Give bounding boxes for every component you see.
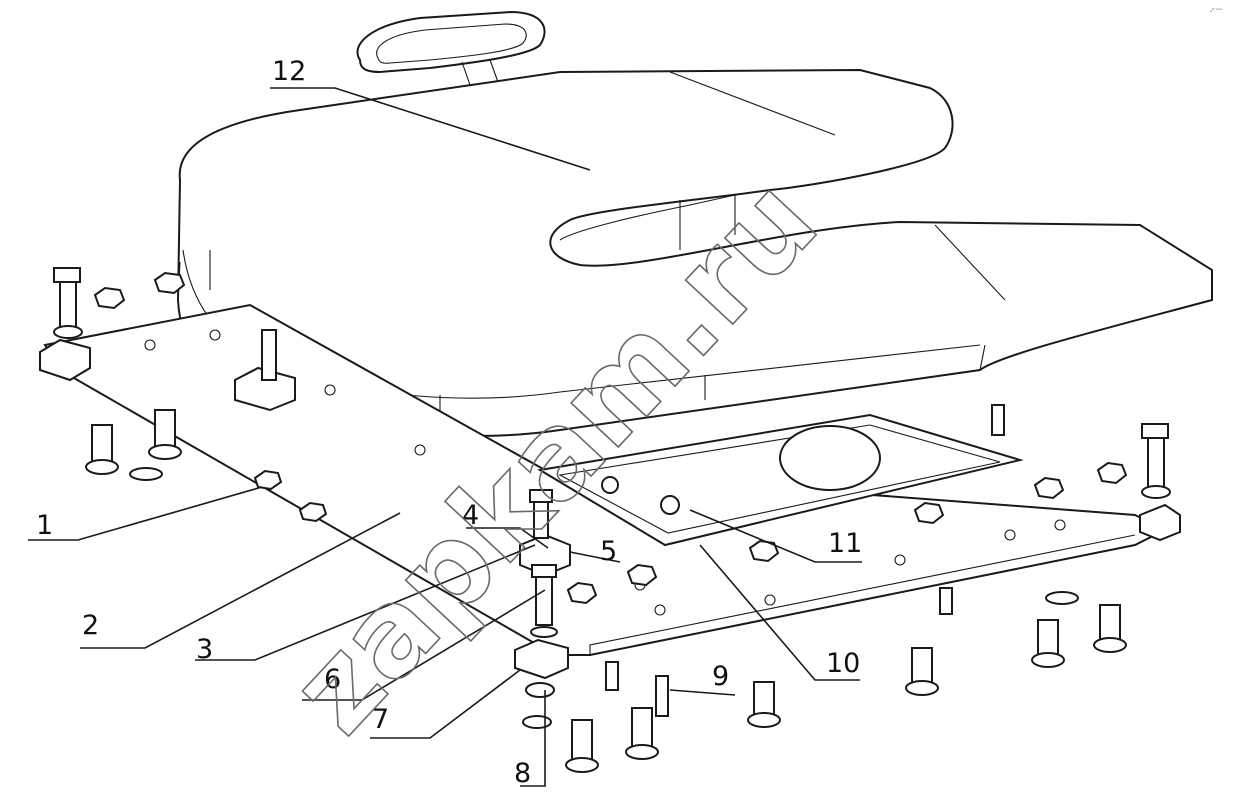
callout-3: 3: [196, 634, 213, 665]
callout-5: 5: [600, 536, 617, 567]
callout-9: 9: [712, 661, 729, 692]
callout-2: 2: [82, 610, 99, 641]
callout-labels: 1 2 3 4 5 6 7 8 9 10 11 12: [36, 56, 862, 789]
bolts: [53, 267, 1171, 638]
callout-10: 10: [826, 648, 860, 679]
callout-7: 7: [372, 704, 389, 735]
callout-12: 12: [272, 56, 306, 87]
callout-11: 11: [828, 528, 862, 559]
callout-6: 6: [324, 664, 341, 695]
callout-4: 4: [462, 500, 479, 531]
seat-cushion: [176, 10, 1213, 437]
fasteners-right: [522, 461, 1128, 773]
callout-8: 8: [514, 758, 531, 789]
corner-mark: ₐᴰ ᵒᵒᵒ: [1210, 8, 1222, 14]
nuts-left: [85, 271, 328, 523]
swivel-bracket: [537, 413, 1024, 547]
callout-1: 1: [36, 510, 53, 541]
leader-lines: [28, 87, 862, 787]
